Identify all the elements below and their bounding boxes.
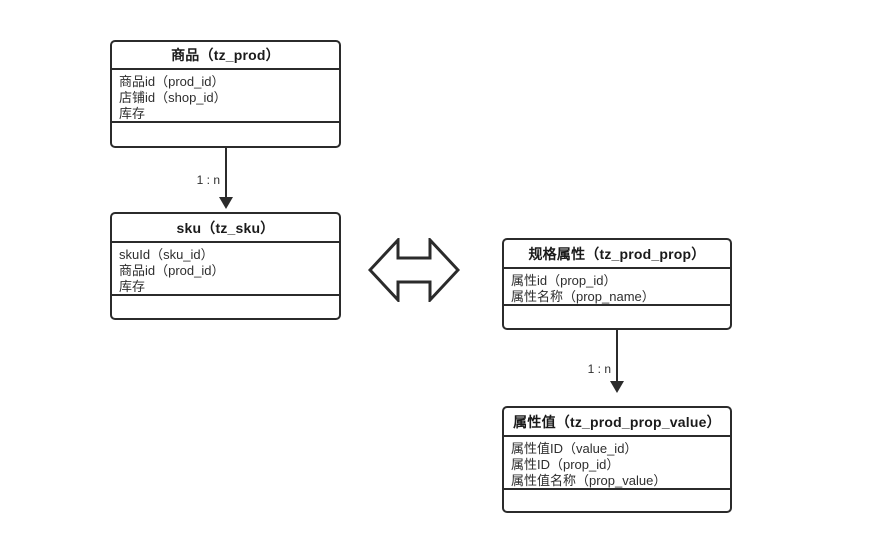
field-row: 库存 <box>119 279 146 294</box>
double-headed-arrow-icon <box>368 238 460 302</box>
connector-label-prop-to-prop-value: 1 : n <box>587 362 611 376</box>
field-row: skuId（sku_id） <box>119 247 214 262</box>
entity-footer-tz-prod-prop-value <box>504 490 730 511</box>
arrowhead-icon-prop-to-prop-value <box>610 381 624 393</box>
entity-title-tz-prod-prop: 规格属性（tz_prod_prop） <box>504 240 730 269</box>
field-row: 属性值名称（prop_value） <box>511 473 667 488</box>
connector-line-prod-to-sku <box>225 148 227 198</box>
field-row: 属性名称（prop_name） <box>511 289 655 304</box>
entity-box-tz-prod-prop-value[interactable]: 属性值（tz_prod_prop_value） 属性值ID（value_id） … <box>502 406 732 513</box>
connector-label-prod-to-sku: 1 : n <box>196 173 220 187</box>
entity-box-tz-sku[interactable]: sku（tz_sku） skuId（sku_id） 商品id（prod_id） … <box>110 212 341 320</box>
entity-fields-tz-prod-prop: 属性id（prop_id） 属性名称（prop_name） <box>504 269 730 306</box>
field-row: 库存 <box>119 106 146 121</box>
entity-footer-tz-prod <box>112 123 339 146</box>
field-row: 属性ID（prop_id） <box>511 457 620 472</box>
entity-box-tz-prod-prop[interactable]: 规格属性（tz_prod_prop） 属性id（prop_id） 属性名称（pr… <box>502 238 732 330</box>
field-row: 属性值ID（value_id） <box>511 441 638 456</box>
field-row: 商品id（prod_id） <box>119 263 225 278</box>
connector-line-prop-to-prop-value <box>616 330 618 382</box>
entity-title-tz-prod-prop-value: 属性值（tz_prod_prop_value） <box>504 408 730 437</box>
entity-title-tz-sku: sku（tz_sku） <box>112 214 339 243</box>
entity-fields-tz-prod: 商品id（prod_id） 店铺id（shop_id） 库存 <box>112 70 339 123</box>
entity-footer-tz-prod-prop <box>504 306 730 328</box>
field-row: 商品id（prod_id） <box>119 74 225 89</box>
entity-box-tz-prod[interactable]: 商品（tz_prod） 商品id（prod_id） 店铺id（shop_id） … <box>110 40 341 148</box>
field-row: 店铺id（shop_id） <box>119 90 227 105</box>
entity-fields-tz-prod-prop-value: 属性值ID（value_id） 属性ID（prop_id） 属性值名称（prop… <box>504 437 730 490</box>
arrowhead-icon-prod-to-sku <box>219 197 233 209</box>
entity-footer-tz-sku <box>112 296 339 318</box>
entity-fields-tz-sku: skuId（sku_id） 商品id（prod_id） 库存 <box>112 243 339 296</box>
field-row: 属性id（prop_id） <box>511 273 617 288</box>
entity-title-tz-prod: 商品（tz_prod） <box>112 42 339 70</box>
